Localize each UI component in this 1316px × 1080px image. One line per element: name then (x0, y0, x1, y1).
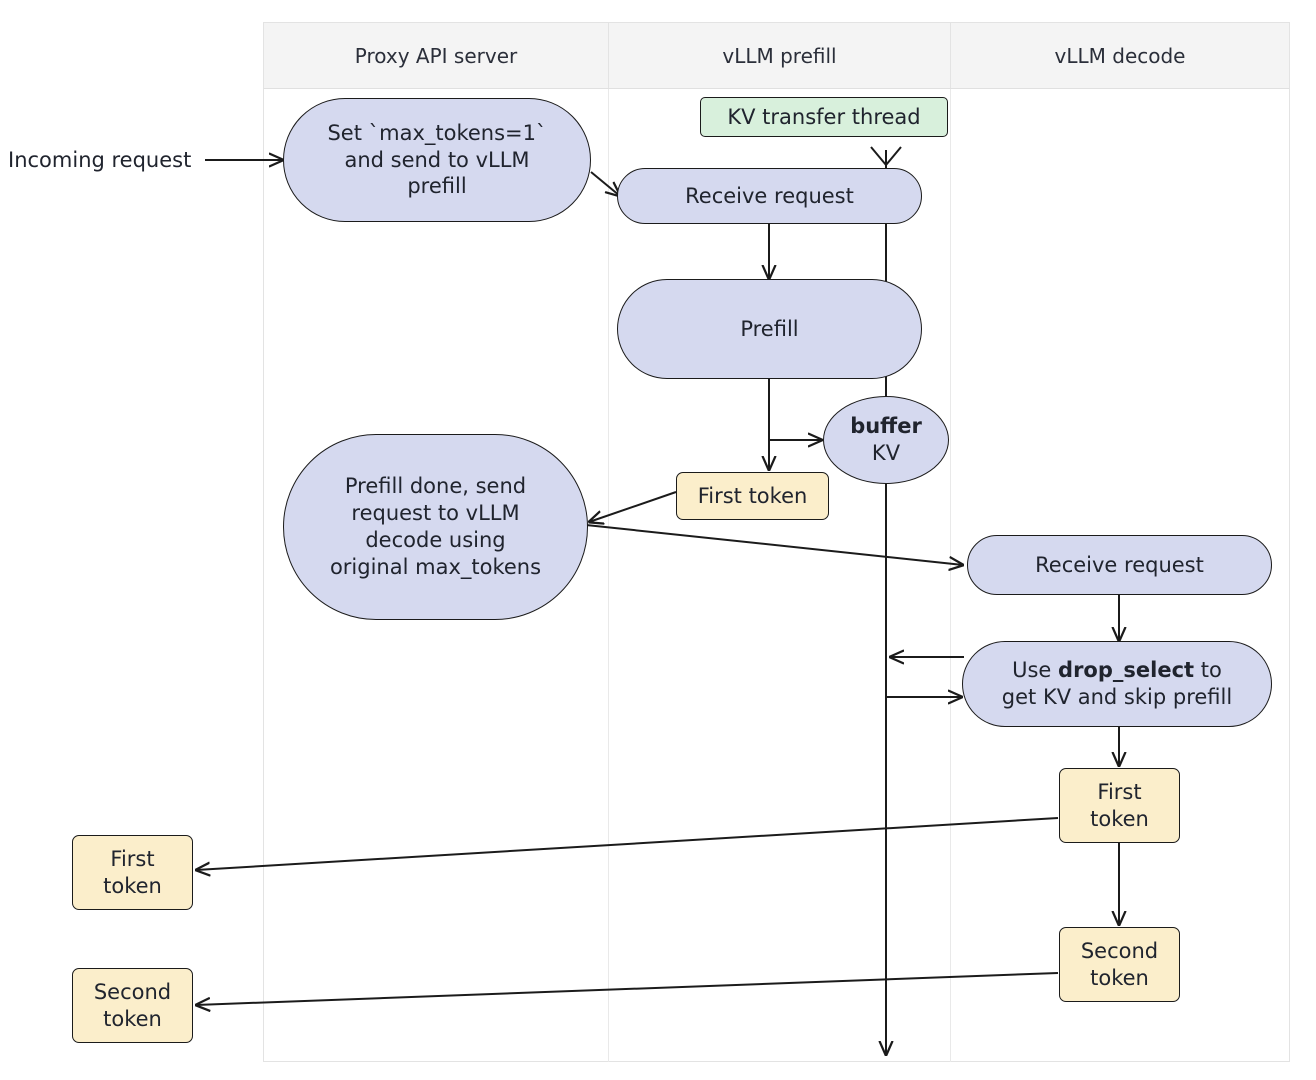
lane-header-proxy: Proxy API server (264, 23, 609, 88)
node-buffer-kv-sub: KV (871, 441, 901, 465)
node-decode-receive-request[interactable]: Receive request (967, 535, 1272, 595)
node-set-max-tokens-line1: Set `max_tokens=1` (327, 120, 547, 145)
node-decode-second-token-line1: Second (1080, 938, 1159, 963)
node-prefill-done[interactable]: Prefill done, send request to vLLM decod… (283, 434, 588, 620)
node-prefill-first-token[interactable]: First token (676, 472, 829, 520)
node-decode-receive-request-label: Receive request (1035, 552, 1204, 577)
node-drop-select-bold: drop_select (1058, 658, 1195, 683)
node-decode-first-token[interactable]: First token (1059, 768, 1180, 843)
incoming-request-label: Incoming request (8, 148, 192, 172)
node-drop-select-line2: get KV and skip prefill (1001, 685, 1233, 709)
node-decode-second-token[interactable]: Second token (1059, 927, 1180, 1002)
lane-divider-1 (608, 89, 609, 1062)
node-prefill-done-line4: original max_tokens (329, 554, 542, 579)
lane-divider-2 (950, 89, 951, 1062)
node-drop-select[interactable]: Use drop_select to get KV and skip prefi… (962, 641, 1272, 727)
lane-header-decode: vLLM decode (1054, 43, 1186, 68)
node-prefill-first-token-label: First token (697, 483, 808, 508)
node-decode-second-token-line2: token (1090, 965, 1149, 990)
node-drop-select-pre: Use (1012, 658, 1059, 683)
node-out-first-token-line2: token (103, 873, 162, 898)
node-drop-select-post: to (1194, 658, 1222, 683)
node-kv-transfer-thread[interactable]: KV transfer thread (700, 97, 948, 137)
node-prefill-label: Prefill (740, 316, 799, 341)
node-out-first-token-line1: First (110, 846, 155, 871)
node-set-max-tokens[interactable]: Set `max_tokens=1` and send to vLLM pref… (283, 98, 591, 222)
node-buffer-kv-title: buffer (850, 414, 922, 439)
node-set-max-tokens-line3: prefill (407, 174, 467, 199)
node-buffer-kv[interactable]: buffer KV (823, 396, 949, 484)
node-decode-first-token-line1: First (1097, 779, 1142, 804)
node-prefill[interactable]: Prefill (617, 279, 922, 379)
node-prefill-done-line3: decode using (365, 528, 506, 552)
node-prefill-receive-request-label: Receive request (685, 183, 854, 208)
node-out-second-token-line2: token (103, 1006, 162, 1031)
node-kv-transfer-thread-label: KV transfer thread (727, 104, 921, 129)
node-set-max-tokens-line2: and send to vLLM (344, 147, 530, 172)
node-prefill-done-line2: request to vLLM (351, 501, 520, 526)
node-prefill-receive-request[interactable]: Receive request (617, 168, 922, 224)
node-prefill-done-line1: Prefill done, send (344, 474, 527, 499)
node-decode-first-token-line2: token (1090, 806, 1149, 831)
lane-header-prefill: vLLM prefill (609, 23, 951, 88)
lane-header-row: Proxy API server vLLM prefill vLLM decod… (263, 22, 1290, 89)
node-out-second-token-line1: Second (93, 979, 172, 1004)
node-drop-select-line1: Use drop_select to (1002, 657, 1232, 684)
node-out-second-token[interactable]: Second token (72, 968, 193, 1043)
node-out-first-token[interactable]: First token (72, 835, 193, 910)
